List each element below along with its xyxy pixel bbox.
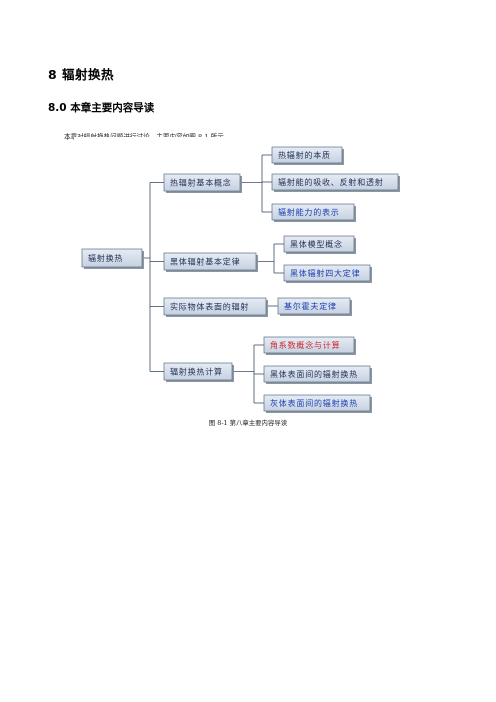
chapter-title: 8 辐射换热	[48, 67, 115, 82]
connector-lines	[142, 154, 284, 404]
box-frame	[283, 235, 355, 253]
subtopic-node: 辐射能力的表示	[271, 203, 356, 222]
box-frame	[163, 252, 257, 271]
box-frame	[283, 264, 371, 282]
topic-node: 辐射换热计算	[163, 362, 234, 382]
box-frame	[163, 173, 241, 192]
box-frame	[163, 362, 233, 381]
subtopic-node: 热辐射的本质	[271, 146, 344, 165]
box-frame	[271, 203, 355, 221]
topic-node: 热辐射基本概念	[163, 173, 242, 193]
subtopic-node-label: 黑体辐射四大定律	[290, 268, 360, 278]
section-title: 8.0 本章主要内容导读	[48, 102, 155, 114]
box-frame	[263, 394, 371, 412]
subtopic-node-label: 辐射能的吸收、反射和透射	[278, 177, 384, 187]
subtopic-node-label: 辐射能力的表示	[278, 207, 340, 217]
subtopic-node: 灰体表面间的辐射换热	[263, 394, 372, 413]
subtopic-node-label: 黑体模型概念	[290, 239, 343, 249]
box-frame	[271, 173, 399, 191]
subtopic-node: 基尔霍夫定律	[277, 297, 352, 316]
subtopic-node: 黑体辐射四大定律	[283, 264, 372, 283]
subtopic-node: 角系数概念与计算	[263, 336, 356, 355]
box-frame	[263, 365, 371, 383]
topic-node: 黑体辐射基本定律	[163, 252, 258, 272]
box-frame	[277, 297, 351, 315]
topic-node-label: 辐射换热计算	[170, 367, 223, 377]
subtopic-node: 辐射能的吸收、反射和透射	[271, 173, 400, 192]
subtopic-node-label: 黑体表面间的辐射换热	[270, 369, 358, 379]
box-frame	[263, 336, 355, 354]
subtopic-node: 黑体模型概念	[283, 235, 356, 254]
box-frame	[163, 297, 267, 316]
figure-caption: 图 8-1 第八章主要内容导读	[208, 419, 288, 427]
subtopic-node-label: 角系数概念与计算	[270, 340, 340, 350]
topic-node-label: 黑体辐射基本定律	[170, 257, 240, 267]
subtopic-node-label: 热辐射的本质	[278, 150, 331, 160]
topic-node-label: 实际物体表面的辐射	[170, 302, 249, 312]
box-frame	[271, 146, 343, 164]
box-frame	[81, 248, 143, 268]
topic-node: 实际物体表面的辐射	[163, 297, 268, 317]
root-node: 辐射换热	[81, 248, 144, 269]
root-node-label: 辐射换热	[88, 253, 123, 263]
subtopic-node: 黑体表面间的辐射换热	[263, 365, 372, 384]
subtopic-node-label: 灰体表面间的辐射换热	[270, 398, 358, 408]
topic-node-label: 热辐射基本概念	[170, 178, 232, 188]
subtopic-node-label: 基尔霍夫定律	[284, 301, 337, 311]
